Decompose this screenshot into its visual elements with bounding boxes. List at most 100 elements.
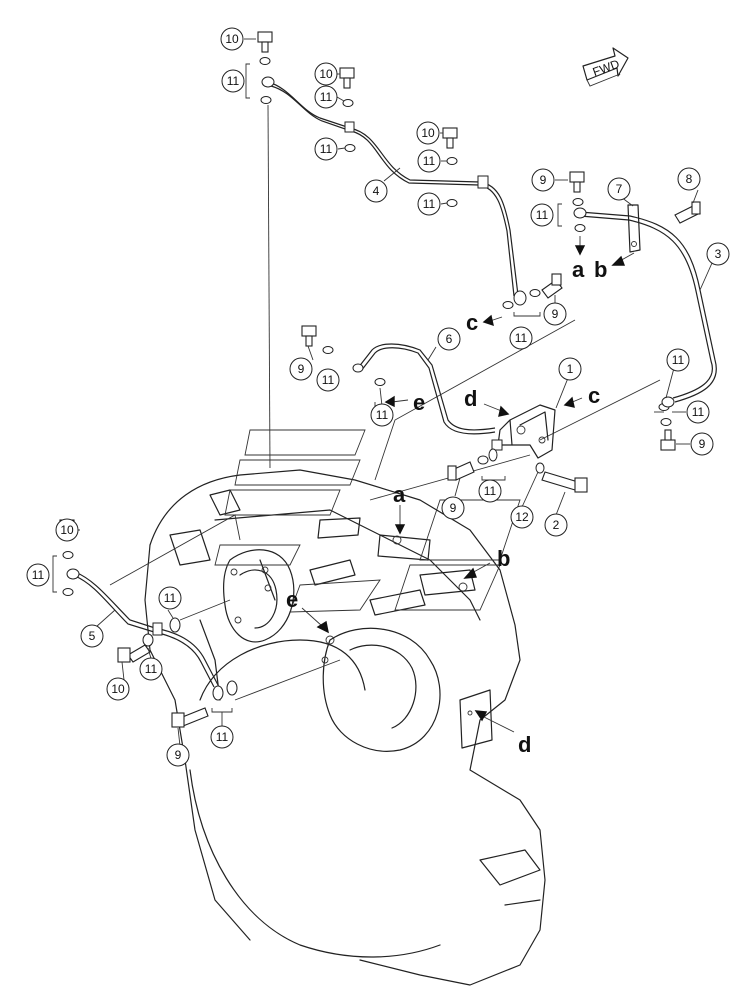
- arrow-b-mid: [463, 562, 491, 579]
- fwd-label: FWD: [591, 57, 622, 80]
- callout-11: 11: [316, 368, 340, 392]
- brace-groups: [52, 63, 664, 713]
- callout-9: 9: [166, 743, 190, 767]
- callout-9: 9: [543, 302, 567, 326]
- callout-8: 8: [677, 167, 701, 191]
- letter-b: b: [594, 257, 607, 282]
- arrow-a-top: [574, 236, 586, 256]
- callout-9: 9: [531, 168, 555, 192]
- callout-7: 7: [607, 177, 631, 201]
- callout-9: 9: [289, 357, 313, 381]
- callout-11: 11: [530, 203, 554, 227]
- letter-a: a: [572, 257, 585, 282]
- svg-text:11: 11: [320, 90, 333, 104]
- svg-text:3: 3: [715, 247, 722, 261]
- bolts: [59, 31, 701, 728]
- svg-text:11: 11: [320, 142, 333, 156]
- callout-11: 11: [314, 85, 338, 109]
- svg-text:11: 11: [322, 373, 335, 387]
- clamp-7: [627, 204, 641, 253]
- svg-text:11: 11: [164, 591, 177, 605]
- pipe-4: [267, 81, 519, 297]
- svg-text:7: 7: [616, 182, 623, 196]
- letter-c: c: [588, 383, 600, 408]
- svg-text:10: 10: [60, 523, 74, 537]
- letter-c: c: [466, 310, 478, 335]
- svg-text:11: 11: [536, 208, 549, 222]
- bolt-10-lower-left: [117, 644, 151, 663]
- svg-text:11: 11: [423, 197, 436, 211]
- callout-11: 11: [139, 657, 163, 681]
- callout-11: 11: [417, 149, 441, 173]
- svg-text:11: 11: [423, 154, 436, 168]
- callout-10: 10: [220, 27, 244, 51]
- callout-11: 11: [314, 137, 338, 161]
- bolt-2: [541, 471, 588, 493]
- svg-text:10: 10: [319, 67, 333, 81]
- svg-text:11: 11: [216, 730, 229, 744]
- callout-11: 11: [417, 192, 441, 216]
- bolt-9-lower-left: [171, 707, 209, 728]
- pipe-6: [357, 343, 496, 435]
- arrow-d-low: [474, 710, 515, 733]
- svg-text:11: 11: [672, 353, 685, 367]
- callout-10: 10: [55, 518, 79, 542]
- callout-3: 3: [706, 242, 730, 266]
- svg-text:11: 11: [515, 331, 528, 345]
- callout-6: 6: [437, 327, 461, 351]
- callout-12: 12: [510, 505, 534, 529]
- arrow-b-top: [611, 252, 635, 266]
- bolt-9-left-mid: [301, 325, 317, 347]
- callout-9: 9: [441, 496, 465, 520]
- svg-text:6: 6: [446, 332, 453, 346]
- callout-10: 10: [416, 121, 440, 145]
- bolt-8: [674, 201, 701, 224]
- svg-text:4: 4: [373, 184, 380, 198]
- engine-housing: [144, 469, 546, 986]
- bolt-9-mid: [447, 461, 475, 481]
- svg-text:10: 10: [225, 32, 239, 46]
- svg-text:11: 11: [692, 405, 705, 419]
- letter-b: b: [497, 546, 510, 571]
- svg-text:9: 9: [450, 501, 457, 515]
- callout-11: 11: [686, 400, 710, 424]
- arrow-e-low: [301, 607, 329, 634]
- svg-text:10: 10: [421, 126, 435, 140]
- svg-text:1: 1: [567, 362, 574, 376]
- washers: [62, 57, 675, 701]
- callout-11: 11: [221, 69, 245, 93]
- svg-text:10: 10: [111, 682, 125, 696]
- pipe-5: [74, 571, 219, 688]
- svg-text:2: 2: [553, 518, 560, 532]
- svg-text:11: 11: [227, 74, 240, 88]
- letter-e: e: [286, 587, 298, 612]
- letter-e: e: [413, 390, 425, 415]
- callout-11: 11: [666, 348, 690, 372]
- arrow-c-right: [563, 396, 583, 408]
- bolt-9-top-right: [569, 171, 585, 193]
- callout-11: 11: [26, 563, 50, 587]
- fwd-direction-arrow: FWD: [582, 47, 629, 87]
- callout-11: 11: [158, 586, 182, 610]
- callout-1: 1: [558, 357, 582, 381]
- bolt-10-right: [442, 127, 458, 149]
- callout-11: 11: [210, 725, 234, 749]
- letter-d: d: [464, 386, 477, 411]
- svg-text:9: 9: [540, 173, 547, 187]
- bolt-10-top: [257, 31, 273, 53]
- callout-10: 10: [106, 677, 130, 701]
- arrow-c-left: [482, 314, 503, 327]
- svg-text:11: 11: [484, 484, 497, 498]
- callout-11: 11: [370, 403, 394, 427]
- callout-9: 9: [690, 432, 714, 456]
- callout-5: 5: [80, 624, 104, 648]
- callout-11: 11: [509, 326, 533, 350]
- callout-11: 11: [478, 479, 502, 503]
- callout-2: 2: [544, 513, 568, 537]
- arrow-e-mid: [384, 395, 409, 408]
- svg-text:5: 5: [89, 629, 96, 643]
- svg-text:12: 12: [515, 510, 529, 524]
- svg-text:11: 11: [32, 568, 45, 582]
- bracket-1: [491, 404, 556, 459]
